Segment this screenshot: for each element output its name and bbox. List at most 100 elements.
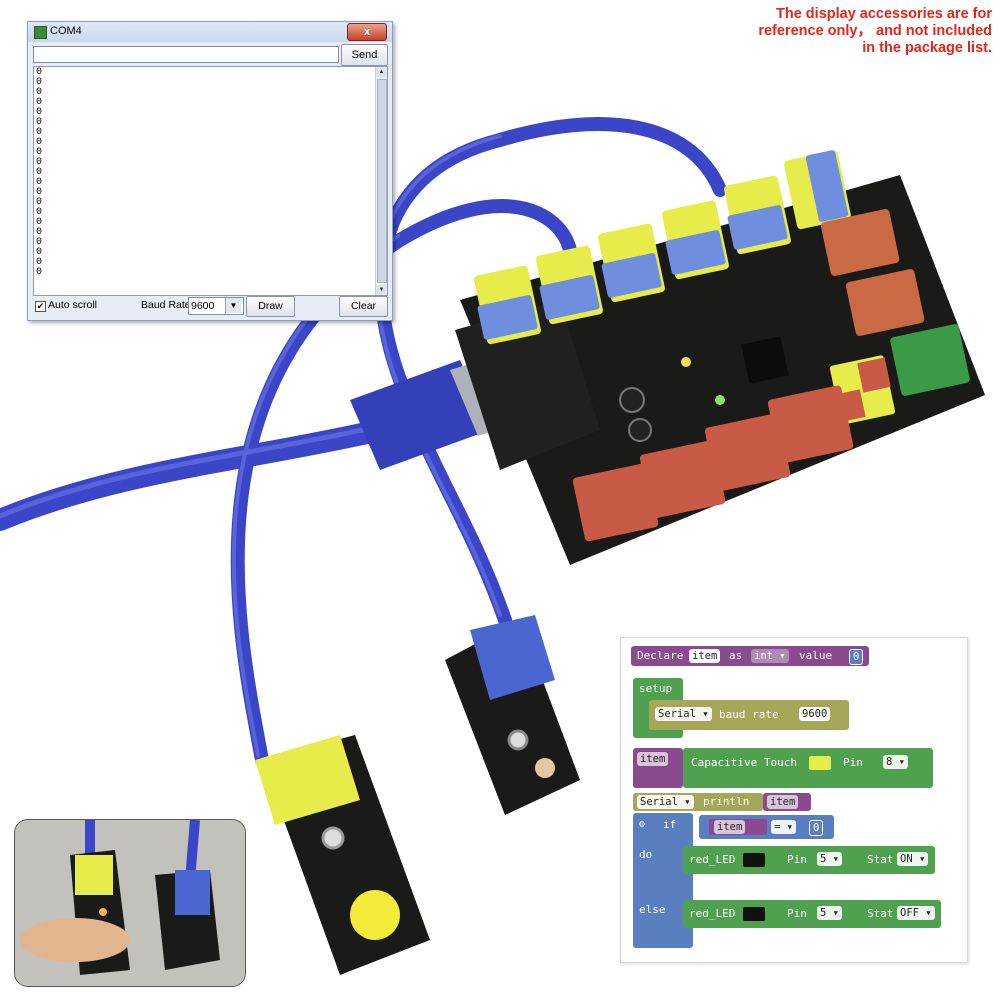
vertical-scrollbar[interactable]: ▲ ▼ (375, 67, 387, 295)
assign-item-block[interactable]: item (633, 748, 683, 788)
output-line: 0 (36, 127, 43, 138)
com-port (845, 269, 925, 336)
led-off-pin-dropdown[interactable]: 5 ▾ (817, 906, 842, 920)
led-off-stat-keyword: Stat (867, 907, 894, 920)
output-line: 0 (36, 237, 43, 248)
chevron-down-icon[interactable]: ▼ (225, 298, 241, 313)
declare-block[interactable]: Declare item as int ▾ value 0 (631, 646, 869, 666)
output-line: 0 (36, 147, 43, 158)
output-line: 0 (36, 187, 43, 198)
digital-ports (474, 150, 851, 345)
clear-button[interactable]: Clear (339, 296, 388, 317)
autoscroll-label: Auto scroll (48, 299, 98, 311)
send-input[interactable] (33, 46, 339, 63)
serial-dropdown[interactable]: Serial ▾ (655, 707, 712, 721)
compare-var-field[interactable]: item (714, 820, 746, 834)
declare-type-value: int (754, 650, 773, 662)
assign-var-field[interactable]: item (637, 752, 669, 766)
led-off-stat-dropdown[interactable]: OFF ▾ (897, 906, 935, 920)
if-keyword: if (663, 818, 677, 831)
output-line: 0 (36, 247, 43, 258)
i2c-port (890, 324, 970, 396)
output-line: 0 (36, 167, 43, 178)
note-line-2: reference only， and not included (758, 23, 992, 39)
output-line: 0 (36, 267, 43, 278)
output-line: 0 (36, 217, 43, 228)
draw-button[interactable]: Draw (246, 296, 295, 317)
led-off-pin-value: 5 (820, 907, 827, 919)
spi-port (820, 209, 900, 276)
send-button[interactable]: Send (341, 44, 388, 66)
led-off-pin-keyword: Pin (787, 907, 807, 920)
autoscroll-checkbox[interactable]: ✔ (35, 301, 46, 312)
output-line: 0 (36, 137, 43, 148)
setup-keyword: setup (639, 682, 673, 695)
led-off-block[interactable]: red_LED Pin 5 ▾ Stat OFF ▾ (683, 900, 941, 928)
note-line-1: The display accessories are for (776, 6, 992, 22)
scroll-down-icon[interactable]: ▼ (376, 285, 387, 295)
inset-photo (14, 819, 246, 987)
led-on-block[interactable]: red_LED Pin 5 ▾ Stat ON ▾ (683, 846, 935, 874)
block-program-panel: Declare item as int ▾ value 0 setup Seri… (620, 637, 968, 963)
title-bar[interactable]: COM4 x (28, 22, 392, 42)
serial-dropdown-value: Serial (658, 708, 696, 720)
declare-as-label: as (729, 649, 743, 662)
else-keyword: else (639, 903, 666, 916)
println-var-block[interactable]: item (763, 793, 811, 811)
close-button[interactable]: x (347, 23, 387, 41)
compare-block[interactable]: item = ▾ 0 (699, 815, 834, 839)
declare-value-label: value (799, 649, 833, 662)
output-line: 0 (36, 97, 43, 108)
output-line: 0 (36, 77, 43, 88)
led-on-pin-value: 5 (820, 853, 827, 865)
gear-icon[interactable]: ⚙ (639, 819, 646, 830)
compare-var-block[interactable]: item (709, 819, 767, 835)
capacitive-touch-block[interactable]: Capacitive Touch Pin 8 ▾ (683, 748, 933, 788)
println-serial-value: Serial (640, 796, 678, 808)
output-line: 0 (36, 177, 43, 188)
cable-touch (230, 199, 577, 767)
compare-value-field[interactable]: 0 (809, 820, 824, 836)
led-on-pin-keyword: Pin (787, 853, 807, 866)
led-off-stat-value: OFF (900, 907, 919, 919)
led-on-pin-dropdown[interactable]: 5 ▾ (817, 852, 842, 866)
usb-cable (0, 419, 391, 531)
scroll-up-icon[interactable]: ▲ (376, 67, 387, 77)
led-on-stat-dropdown[interactable]: ON ▾ (897, 852, 929, 866)
scroll-thumb[interactable] (377, 79, 387, 283)
serial-println-block[interactable]: Serial ▾ println (633, 793, 763, 811)
output-line: 0 (36, 257, 43, 268)
led-on-name: red_LED (689, 853, 736, 866)
output-line: 0 (36, 227, 43, 238)
compare-op-value: = (774, 821, 781, 833)
app-icon (34, 26, 47, 39)
declare-value-field[interactable]: 0 (849, 649, 864, 665)
led-module-icon (743, 907, 765, 921)
output-line: 0 (36, 107, 43, 118)
declare-keyword: Declare (637, 649, 684, 662)
do-keyword: do (639, 848, 653, 861)
output-line: 0 (36, 117, 43, 128)
println-var-field[interactable]: item (767, 795, 799, 809)
println-serial-dropdown[interactable]: Serial ▾ (637, 795, 694, 809)
led-module-icon (743, 853, 765, 867)
analog-ports (572, 385, 854, 542)
declare-type-dropdown[interactable]: int ▾ (751, 649, 789, 663)
baud-rate-field[interactable]: 9600 (799, 707, 831, 721)
touch-sensor-icon (809, 756, 831, 770)
touch-pad (350, 890, 400, 940)
baud-rate-label: Baud Rate (141, 299, 191, 311)
output-line: 0 (36, 197, 43, 208)
serial-begin-block[interactable]: Serial ▾ baud rate 9600 (649, 700, 849, 730)
note-line-3: in the package list. (862, 40, 992, 56)
disclaimer-note: The display accessories are for referenc… (692, 6, 992, 57)
output-line: 0 (36, 207, 43, 218)
inset-photo-drawing (15, 820, 245, 986)
sensor-pin-keyword: Pin (843, 756, 863, 769)
declare-var-field[interactable]: item (689, 649, 721, 663)
output-line: 0 (36, 67, 43, 78)
compare-op-dropdown[interactable]: = ▾ (771, 820, 796, 834)
sensor-pin-dropdown[interactable]: 8 ▾ (883, 755, 908, 769)
